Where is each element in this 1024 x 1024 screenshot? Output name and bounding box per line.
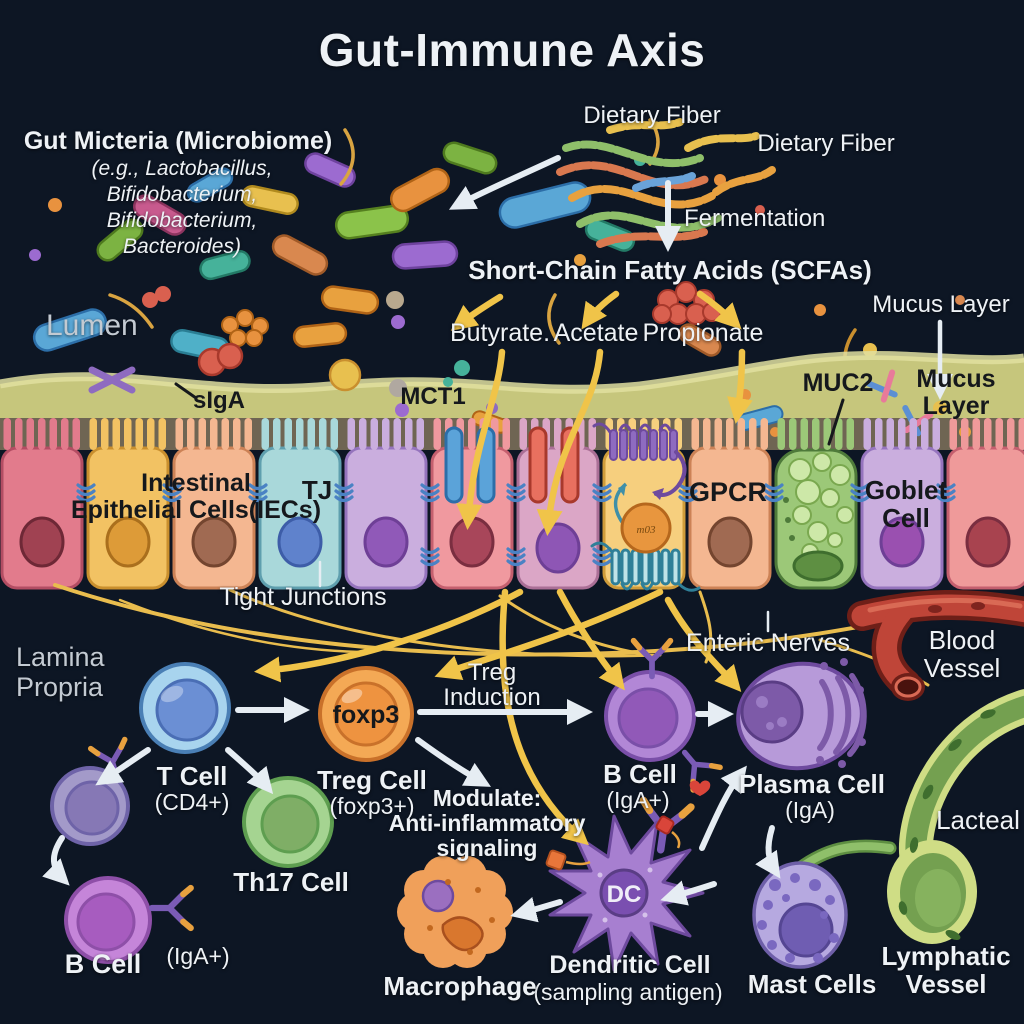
goblet-label-line: Cell <box>882 503 930 533</box>
dietary-fiber-illustration <box>556 118 776 248</box>
iec-label-line: Intestinal <box>141 469 251 497</box>
mct1-label: MCT1 <box>400 383 466 410</box>
treg-induction-label: Treg Induction <box>443 660 540 710</box>
dietary-fiber-label-right: Dietary Fiber <box>757 130 895 157</box>
process-arrows <box>42 155 953 923</box>
siga-label: sIgA <box>192 387 246 414</box>
dendritic-cell-subtype: (sampling antigen) <box>533 979 723 1005</box>
gpcr-label: GPCR <box>688 477 768 507</box>
mast-cells-label: Mast Cells <box>747 969 877 999</box>
lamina-propria-line: Lamina <box>16 642 105 672</box>
siga-antibody-icon <box>88 366 136 394</box>
antigen-icon <box>689 780 711 796</box>
treg-cell-label: Treg Cell <box>317 765 427 795</box>
microbiome-example-line: (e.g., Lactobacillus, <box>91 157 273 180</box>
gpcr-receptor-icon <box>592 422 687 500</box>
b-cell-right-illustration <box>604 641 720 853</box>
mucus-contents <box>88 342 971 438</box>
modulate-line: Modulate: <box>432 785 542 811</box>
microbiome-example-line: Bacteroides) <box>123 235 241 258</box>
b-cell-left-illustration <box>64 876 191 964</box>
treg-cell-illustration <box>318 666 414 762</box>
treg-nucleus-label: foxp3 <box>333 701 400 729</box>
lymphatic-vessel-line: Vessel <box>905 969 987 999</box>
scfa-heading: Short-Chain Fatty Acids (SCFAs) <box>468 255 872 285</box>
plasma-cell-illustration <box>736 658 867 771</box>
b-cell-left-label: B Cell <box>64 949 142 979</box>
blood-vessel-illustration <box>847 589 1024 701</box>
lamina-propria-label: Lamina Propria <box>16 642 105 702</box>
immune-cells <box>50 641 867 972</box>
antigen-icon <box>655 815 675 835</box>
goblet-cell-mucin-granules <box>788 452 854 561</box>
t-cell-label: T Cell <box>156 761 228 791</box>
treg-cell-subtype: (foxp3+) <box>329 793 415 819</box>
t-cell-subtype: (CD4+) <box>154 789 230 815</box>
lymphatic-vessel-line: Lymphatic <box>881 941 1011 971</box>
lamina-propria-line: Propria <box>16 672 104 702</box>
mucus-layer-pointer-label: Mucus Layer <box>872 291 1010 318</box>
naive-b-cell-illustration <box>50 740 134 846</box>
goblet-label-line: Goblet <box>864 475 948 505</box>
scfa-signal-arrows <box>254 290 753 846</box>
blood-vessel-label: Blood Vessel <box>924 626 1001 682</box>
plasma-cell-label: Plasma Cell <box>739 769 885 799</box>
dc-nucleus-label: DC <box>607 881 642 908</box>
scfa-butyrate-label: Butyrate. <box>449 319 551 347</box>
page-title: Gut-Immune Axis <box>318 24 706 76</box>
mucus-band-label-line: Layer <box>922 392 990 420</box>
microbiome-example-line: Bifidobacterium, <box>106 209 258 232</box>
microbiome-examples: (e.g., Lactobacillus, Bifidobacterium, B… <box>92 156 273 260</box>
enteric-nerves-label: Enteric Nerves <box>686 629 850 657</box>
lacteal-label: Lacteal <box>936 805 1020 835</box>
lumen-region-label: Lumen <box>46 309 138 342</box>
iec-label: Intestinal Epithelial Cells(IECs) <box>71 470 321 524</box>
antigen-icon <box>545 849 567 871</box>
th17-cell-illustration <box>242 776 334 868</box>
dendritic-cell-label: Dendritic Cell <box>549 951 711 979</box>
plasma-cell-subtype: (IgA) <box>785 797 835 823</box>
iec-label-line: Epithelial Cells(IECs) <box>70 496 322 524</box>
muc2-label: MUC2 <box>802 369 874 397</box>
scfa-acetate-label: Acetate <box>553 319 639 347</box>
macrophage-illustration <box>397 856 513 968</box>
b-cell-left-subtype: (IgA+) <box>166 943 230 969</box>
t-cell-illustration <box>139 662 231 754</box>
b-cell-right-subtype: (IgA+) <box>606 787 670 813</box>
gpcr-cell-nucleus-label: m03 <box>637 524 656 536</box>
mucus-band-label-line: Mucus <box>916 365 996 393</box>
dietary-fiber-label-top: Dietary Fiber <box>583 102 721 129</box>
blood-vessel-line: Vessel <box>923 653 1001 683</box>
red-transporter-icon <box>528 426 580 504</box>
mucus-band-label: Mucus Layer <box>916 366 995 420</box>
mast-cell-illustration <box>752 861 848 969</box>
lymphatic-vessel-label: Lymphatic Vessel <box>881 942 1010 998</box>
modulate-line: signaling <box>436 835 538 861</box>
fermentation-label: Fermentation <box>684 205 826 232</box>
treg-induction-line: Treg <box>467 659 517 686</box>
tj-label: TJ <box>301 475 333 505</box>
b-cell-right-label: B Cell <box>603 759 677 789</box>
scfa-propionate-label: Propionate <box>642 319 764 347</box>
tight-junctions-label: Tight Junctions <box>219 583 387 611</box>
microbiome-heading: Gut Micteria (Microbiome) <box>23 127 333 155</box>
dendritic-cell-illustration <box>545 814 705 972</box>
th17-cell-label: Th17 Cell <box>233 867 349 897</box>
epithelial-cell-row <box>0 418 1024 592</box>
macrophage-label: Macrophage <box>383 971 537 1001</box>
blood-vessel-line: Blood <box>928 625 996 655</box>
antigen-uptake-arrow <box>565 860 591 866</box>
microbiome-example-line: Bifidobacterium, <box>106 183 258 206</box>
modulate-label: Modulate: Anti-inflammatory signaling <box>389 786 586 861</box>
label-pointer-lines <box>174 382 845 633</box>
modulate-line: Anti-inflammatory <box>388 810 586 836</box>
treg-induction-line: Induction <box>443 684 541 711</box>
goblet-cell-label: Goblet Cell <box>865 476 947 532</box>
lacteal-illustration <box>793 689 1024 944</box>
